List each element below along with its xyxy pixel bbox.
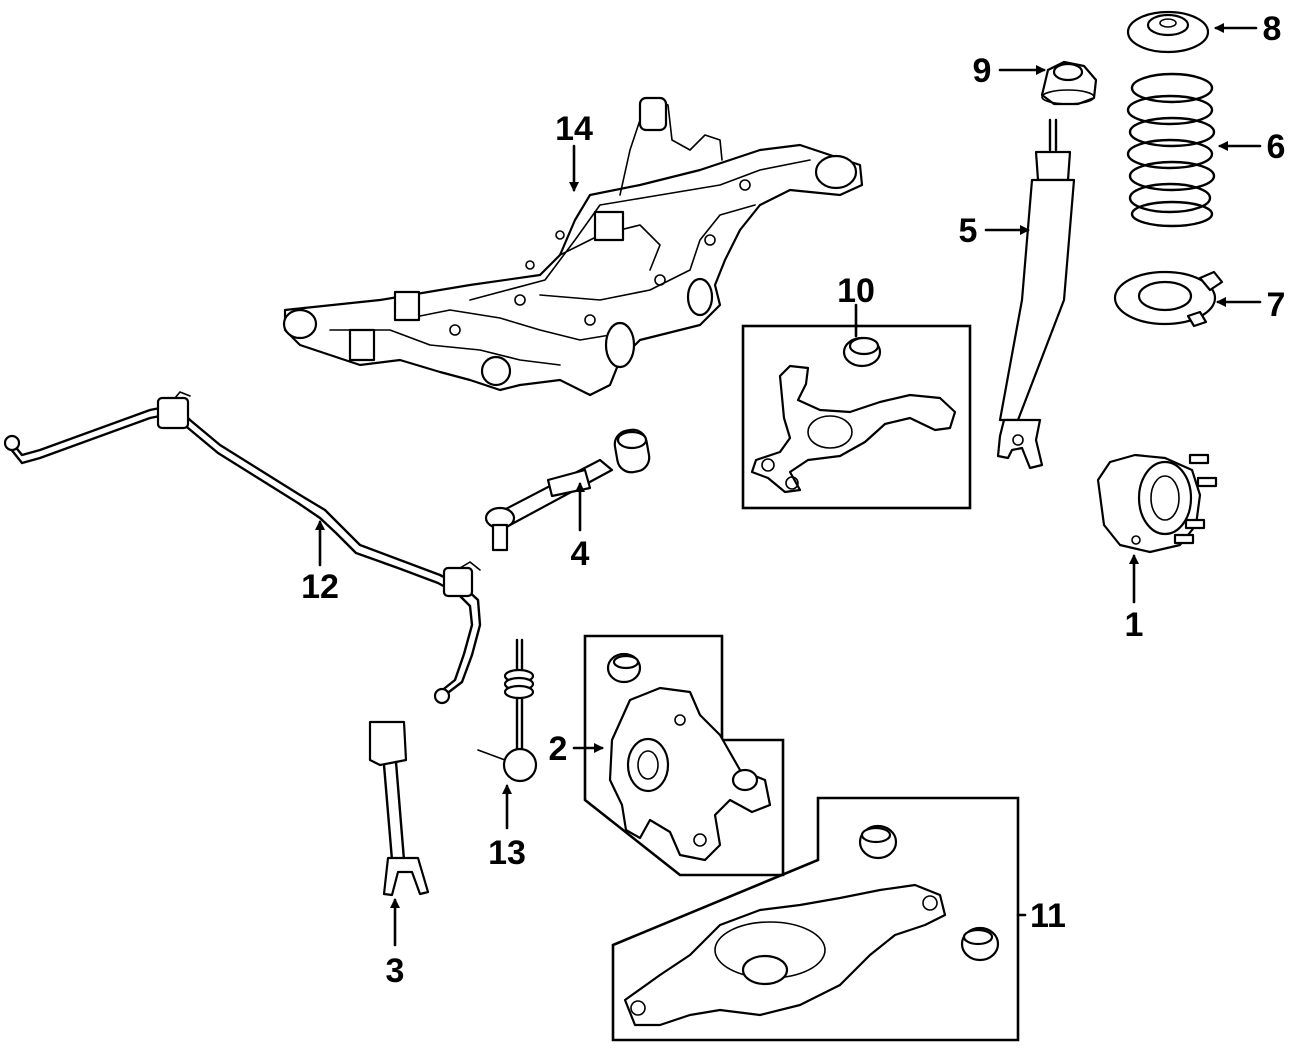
stabilizer-link [477,638,538,783]
callout-8: 8 [1263,10,1282,48]
hub-bearing [1096,453,1218,554]
callout-1: 1 [1125,606,1144,644]
leader-lines [315,23,1262,947]
shock-absorber [996,118,1076,470]
callout-5: 5 [959,212,978,250]
callout-3: 3 [386,952,405,990]
callout-2: 2 [549,730,568,768]
callout-7: 7 [1267,286,1286,324]
callout-9: 9 [973,52,992,90]
upper-mount [1040,60,1098,106]
toe-link [484,428,651,552]
callout-13: 13 [488,834,526,872]
callout-labels: 1 2 3 4 5 6 7 8 9 10 11 12 13 14 [301,10,1285,990]
knuckle [583,634,785,877]
upper-control-arm [741,324,972,510]
stabilizer-bar [3,391,482,705]
lateral-link [368,720,430,897]
callout-11: 11 [1030,897,1066,935]
upper-spring-seat [1126,10,1210,54]
callout-6: 6 [1267,128,1286,166]
callout-10: 10 [837,272,875,310]
coil-spring [1126,72,1216,228]
crossmember [282,96,864,397]
callout-4: 4 [571,535,590,573]
lower-control-arm [611,796,1020,1042]
lower-spring-seat [1113,270,1224,328]
callout-14: 14 [555,110,593,148]
callout-12: 12 [301,568,339,606]
